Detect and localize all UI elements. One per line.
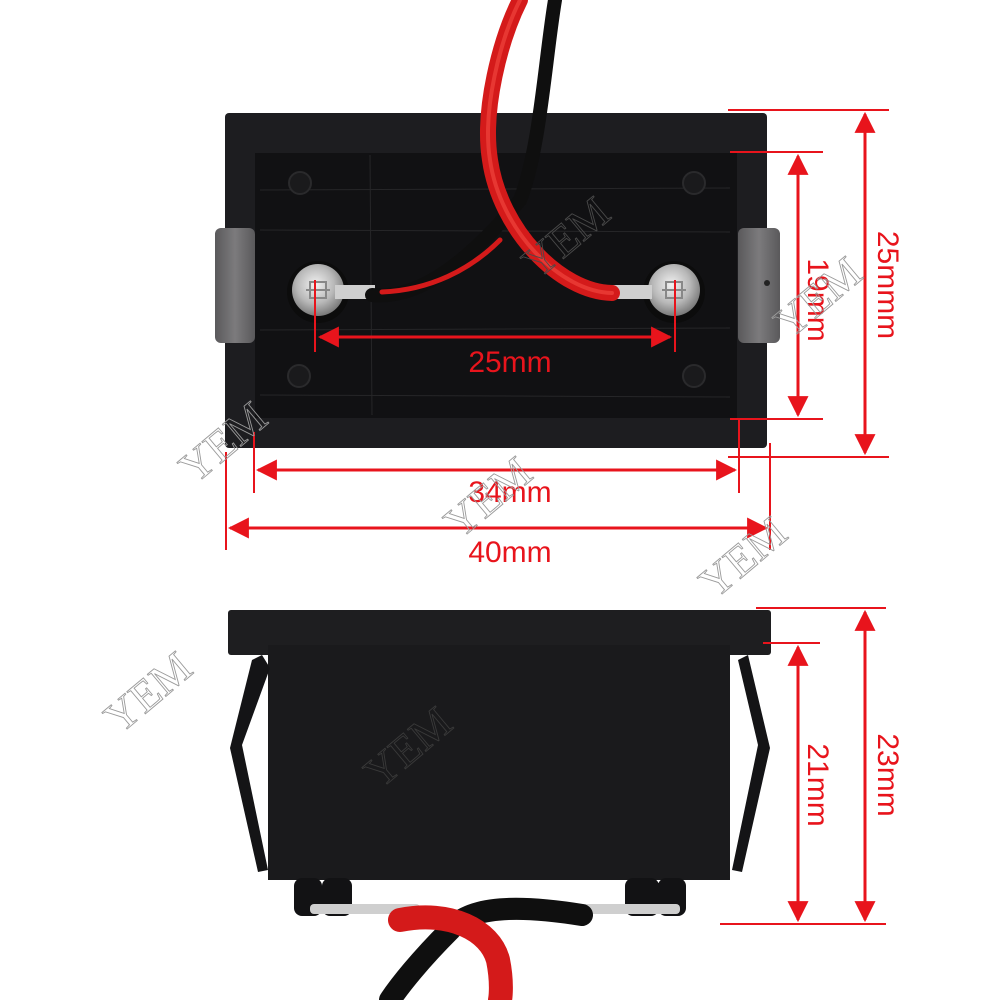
wires-top [365, 0, 620, 303]
mounting-posts [287, 171, 706, 388]
label-19mm: 19mm [801, 258, 834, 341]
dimension-terminal-spacing: 25mm [314, 280, 676, 379]
top-view: 25mm 34mm 40mm 19mm 25mmm [215, 0, 904, 569]
label-25mmm: 25mmm [871, 231, 904, 339]
right-clip [738, 228, 780, 343]
watermark: YEM [95, 642, 201, 742]
side-bezel [228, 610, 771, 655]
label-23mm: 23mm [871, 733, 904, 816]
watermark: YEM [690, 507, 796, 607]
side-view: 21mm 23mm [228, 607, 904, 1000]
watermark: YEM [435, 447, 541, 547]
terminal-left [287, 261, 375, 323]
label-40mm: 40mm [468, 536, 551, 569]
right-spring-clip [732, 655, 770, 872]
dimension-total-depth: 23mm [756, 607, 904, 923]
label-34mm: 34mm [468, 476, 551, 509]
side-body [268, 645, 730, 880]
dimension-inner-height: 19mm [730, 151, 834, 420]
label-25mm: 25mm [468, 346, 551, 379]
wires-bottom [379, 897, 593, 1000]
dimension-outer-height: 25mmm [728, 109, 904, 458]
dimension-outer-width: 40mm [225, 443, 771, 569]
left-spring-clip [230, 655, 270, 872]
dimension-inner-width: 34mm [253, 420, 740, 509]
left-clip [215, 228, 255, 343]
dimension-body-depth: 21mm [720, 642, 886, 925]
label-21mm: 21mm [801, 743, 834, 826]
